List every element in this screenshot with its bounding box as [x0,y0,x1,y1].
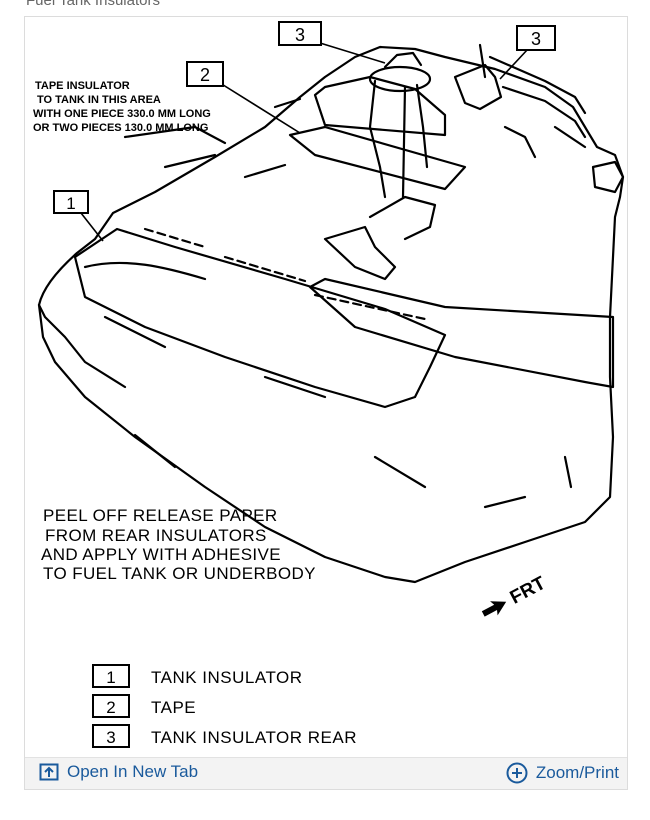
callout-box-1 [53,190,89,214]
tape-note: TAPE INSULATOR TO TANK IN THIS AREA WITH… [33,80,211,134]
tank-insulator-front [73,227,447,409]
callout-3-right: 3 [531,29,541,49]
legend-label-1: TANK INSULATOR [151,668,303,687]
front-marker-label: FRT [507,573,550,609]
legend-number-3: 3 [106,728,115,747]
peel-note-line-3: AND APPLY WITH ADHESIVE [41,545,281,564]
diagram-frame: 3 3 2 1 TAPE INSULATOR TO TANK IN THIS A… [24,16,628,790]
tape-strip [288,125,467,191]
tank-outline [37,45,625,584]
legend-label-2: TAPE [151,698,196,717]
callout-box-3-right [516,25,556,51]
tape-note-line-1: TAPE INSULATOR [35,80,130,92]
open-in-new-tab-label: Open In New Tab [67,762,199,781]
legend: 1 2 3 TANK INSULATOR TAPE TANK INSULATOR… [92,664,357,748]
callout-1: 1 [66,194,75,213]
tank-insulator-rear-right [308,277,615,389]
open-in-new-tab-button[interactable]: Open In New Tab [39,762,198,782]
callout-box-3-left [278,21,322,46]
callout-box-2 [186,61,224,87]
front-arrow-icon [481,601,507,617]
peel-note: PEEL OFF RELEASE PAPER FROM REAR INSULAT… [41,506,316,583]
tape-note-line-4: OR TWO PIECES 130.0 MM LONG [33,122,208,134]
fuel-tank-diagram: 3 3 2 1 TAPE INSULATOR TO TANK IN THIS A… [33,21,625,748]
peel-note-line-2: FROM REAR INSULATORS [45,526,267,545]
zoom-print-label: Zoom/Print [535,763,619,782]
pump-bracket [323,225,397,281]
legend-label-3: TANK INSULATOR REAR [151,728,357,747]
peel-note-line-4: TO FUEL TANK OR UNDERBODY [43,564,316,583]
front-marker: FRT [481,573,550,617]
clipped-diagram-title: Fuel Tank Insulators [26,0,160,9]
legend-number-2: 2 [106,698,115,717]
callout-3-left: 3 [295,25,305,45]
tape-note-line-2: TO TANK IN THIS AREA [37,94,161,106]
open-new-tab-icon [39,763,59,781]
zoom-plus-circle-icon [506,762,528,784]
peel-note-line-1: PEEL OFF RELEASE PAPER [43,506,278,525]
legend-box-3 [92,724,130,748]
callout-2: 2 [200,65,210,85]
legend-box-1 [92,664,130,688]
zoom-print-button[interactable]: Zoom/Print [506,762,619,784]
image-toolbar: Open In New Tab Zoom/Print [25,757,627,789]
tape-note-line-3: WITH ONE PIECE 330.0 MM LONG [33,108,211,120]
legend-number-1: 1 [106,668,115,687]
legend-box-2 [92,694,130,718]
